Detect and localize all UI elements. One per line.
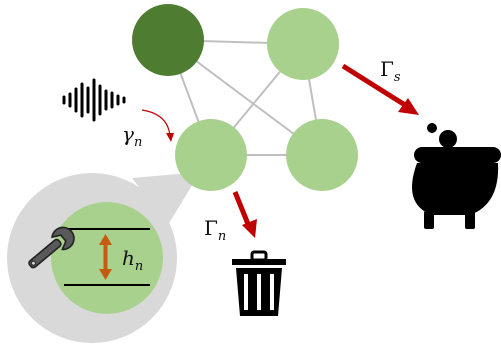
Gamma-n-symbol: Γ xyxy=(204,216,218,240)
svg-text:hn: hn xyxy=(122,246,143,274)
loss-arrow-n xyxy=(232,191,251,225)
node-n1 xyxy=(132,4,204,76)
drive-arrow xyxy=(141,109,171,137)
loss-arrow-s xyxy=(341,63,407,108)
loss-arrowhead-s xyxy=(398,98,419,115)
node-n2 xyxy=(267,8,339,80)
node-n3 xyxy=(175,119,247,191)
loss-arrowhead-n xyxy=(242,219,257,238)
bubble-tail xyxy=(132,172,200,225)
wrench-icon xyxy=(28,226,75,269)
drive-arrowhead xyxy=(166,133,174,142)
Gamma-s-symbol: Γ xyxy=(380,57,394,81)
svg-text:Γn: Γn xyxy=(204,216,226,244)
Gamma-s-subscript: s xyxy=(394,70,401,85)
h-symbol: h xyxy=(122,246,135,270)
h-subscript: n xyxy=(135,259,143,274)
Gamma-n-subscript: n xyxy=(218,229,226,244)
gamma-subscript: n xyxy=(134,135,142,150)
gamma-symbol: γ xyxy=(122,122,134,146)
node-n4 xyxy=(286,119,358,191)
trash-can-icon xyxy=(232,250,286,316)
detail-bubble: hn xyxy=(7,172,200,343)
cauldron-icon xyxy=(412,123,501,229)
level-spacing-arrow xyxy=(99,234,112,280)
svg-text:γn: γn xyxy=(122,122,142,150)
svg-text:Γs: Γs xyxy=(380,57,401,85)
sound-wave-icon xyxy=(62,78,126,122)
